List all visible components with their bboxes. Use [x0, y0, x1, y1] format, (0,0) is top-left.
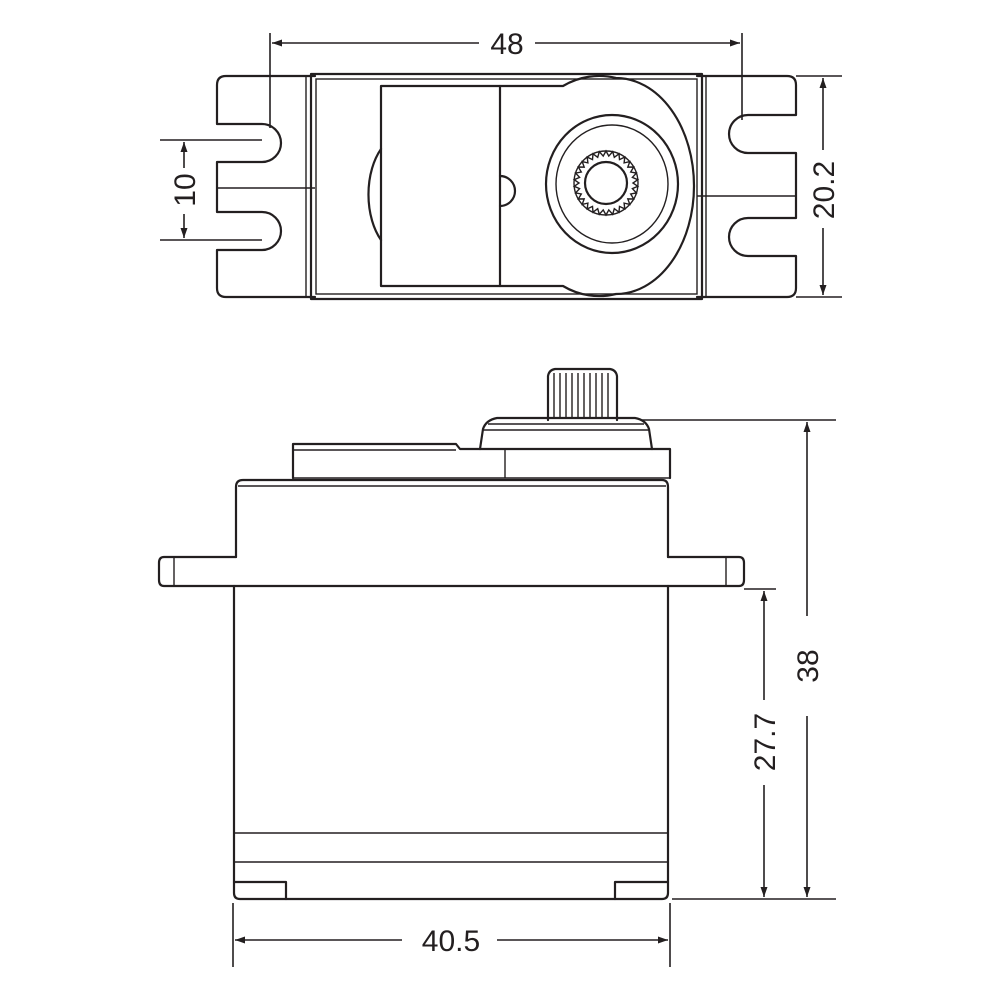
- left-mount-flange: [215, 74, 317, 299]
- spline-gear-icon: [573, 150, 639, 216]
- dim-body-width-label: 20.2: [808, 161, 841, 219]
- dim-mount-height: 27.7: [744, 588, 782, 897]
- side-view: [157, 367, 746, 901]
- top-view: [215, 72, 798, 301]
- dim-mount-height-label: 27.7: [749, 713, 782, 771]
- dim-body-length: 40.5: [232, 903, 671, 967]
- side-spline: [546, 367, 619, 422]
- spline-teeth: [572, 149, 640, 217]
- top-block: [379, 84, 502, 288]
- foot-right: [613, 880, 670, 901]
- dim-body-width: 20.2: [796, 75, 842, 298]
- right-mount-flange: [695, 74, 798, 299]
- gear-bump: [367, 147, 383, 242]
- side-mount-flange: [157, 555, 746, 588]
- dim-body-length-label: 40.5: [422, 925, 480, 958]
- upper-case: [234, 478, 670, 559]
- dim-hole-spacing-label: 10: [169, 173, 202, 206]
- output-ring-outer: [544, 113, 680, 255]
- spline-teeth-outline: [572, 149, 640, 217]
- top-cover: [291, 442, 672, 480]
- dim-overall-height: 38: [641, 419, 836, 900]
- dim-overall-height-label: 38: [792, 649, 825, 682]
- output-shaft-bore: [583, 160, 629, 206]
- lower-case: [232, 584, 670, 901]
- dim-overall-width-label: 48: [490, 28, 523, 61]
- output-housing: [498, 74, 696, 298]
- foot-left: [232, 880, 288, 901]
- dim-hole-spacing: 10: [160, 139, 262, 241]
- output-boss: [478, 416, 654, 451]
- top-case-outline: [309, 72, 704, 301]
- dim-overall-width: 48: [269, 28, 743, 128]
